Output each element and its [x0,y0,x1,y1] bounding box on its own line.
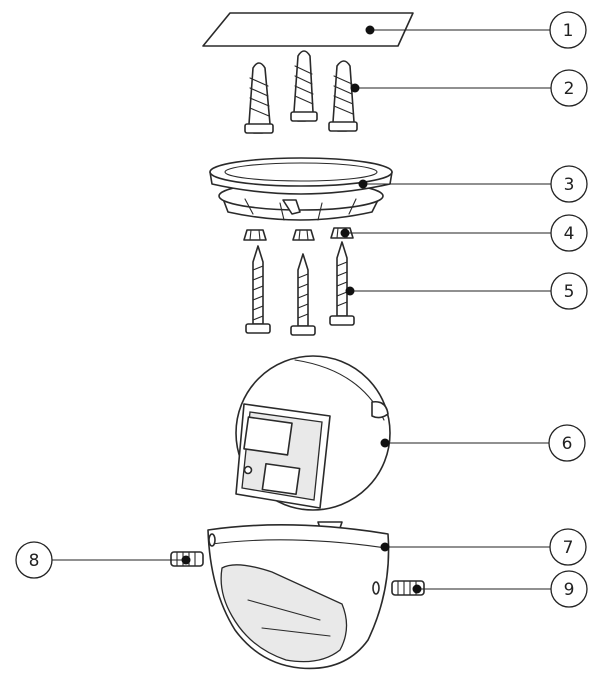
housing-cover [207,521,390,670]
callout-label: 7 [563,538,574,558]
expansion-bolt [244,62,274,134]
callout-label: 2 [564,79,575,99]
mounting-sticker [202,12,414,47]
callout-4: 4 [550,214,588,252]
spacer [243,229,267,241]
callout-label: 5 [564,282,575,302]
screws [245,241,355,336]
screw [329,241,355,326]
screw [290,253,316,336]
mounting-base [209,157,393,221]
callout-1: 1 [549,11,587,49]
expansion-bolts [244,50,358,134]
expansion-bolt [290,50,318,122]
callout-7: 7 [549,528,587,566]
callout-2: 2 [550,69,588,107]
callout-9: 9 [550,570,588,608]
callout-3: 3 [550,165,588,203]
callout-8: 8 [15,541,53,579]
spacer [292,229,315,241]
callout-label: 3 [564,175,575,195]
callout-label: 8 [29,551,40,571]
camera-ball [235,355,391,511]
callout-label: 1 [563,21,574,41]
callout-5: 5 [550,272,588,310]
callout-label: 4 [564,224,575,244]
leader-lines [52,25,551,594]
callout-label: 6 [562,434,573,454]
callout-6: 6 [548,424,586,462]
callout-label: 9 [564,580,575,600]
screw [245,245,271,334]
spacers [243,227,354,241]
expansion-bolt [328,60,358,132]
